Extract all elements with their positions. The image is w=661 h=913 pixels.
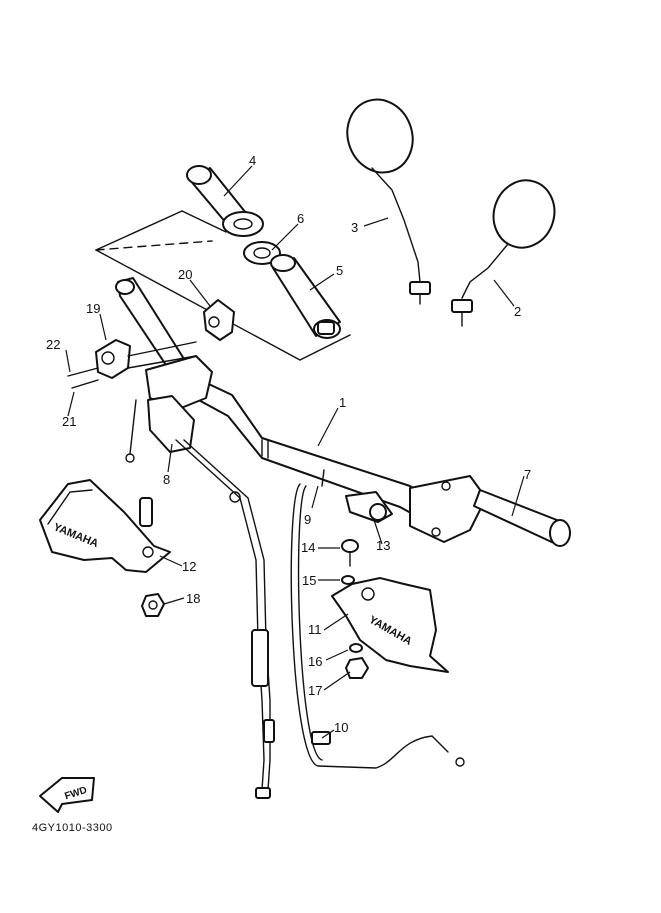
guard-screw [341,539,359,567]
guard-nut-left [141,593,165,617]
callout-21: 21 [62,414,76,429]
callout-14: 14 [301,540,315,555]
callout-13: 13 [376,538,390,553]
callout-9: 9 [304,512,311,527]
lower-clamp [95,339,131,379]
callout-2: 2 [514,304,521,319]
callout-12: 12 [182,559,196,574]
callout-15: 15 [302,573,316,588]
right-mirror [451,179,556,327]
right-hand-guard: YAMAHA [331,577,449,673]
callout-7: 7 [524,467,531,482]
throttle-grip [270,254,341,339]
callout-5: 5 [336,263,343,278]
left-grip [186,165,264,237]
callout-1: 1 [339,395,346,410]
left-mirror [346,98,431,305]
guard-nut-right [345,657,369,679]
callout-10: 10 [334,720,348,735]
callouts: 1 2 3 4 5 6 7 8 9 10 11 12 13 14 15 16 1… [46,153,531,735]
callout-19: 19 [86,301,100,316]
fwd-arrow-icon: FWD [39,777,95,813]
callout-20: 20 [178,267,192,282]
callout-8: 8 [163,472,170,487]
assembly-outline [95,210,351,361]
callout-18: 18 [186,591,200,606]
right-grip [473,489,571,547]
clamp-bolts [67,341,197,389]
left-switch-assembly [125,355,213,463]
callout-3: 3 [351,220,358,235]
guard-washer-right [349,643,363,653]
callout-6: 6 [297,211,304,226]
callout-22: 22 [46,337,60,352]
upper-clamp [203,299,235,341]
guard-washer [341,575,355,585]
callout-4: 4 [249,153,256,168]
grip-washer [243,241,281,265]
throttle-housing [345,475,487,543]
leader-lines [65,165,525,739]
part-code: 4GY1010-3300 [32,822,113,834]
callout-17: 17 [308,683,322,698]
callout-11: 11 [308,622,322,637]
left-hand-guard: YAMAHA [39,479,171,573]
callout-16: 16 [308,654,322,669]
cable-bundle [175,439,275,799]
